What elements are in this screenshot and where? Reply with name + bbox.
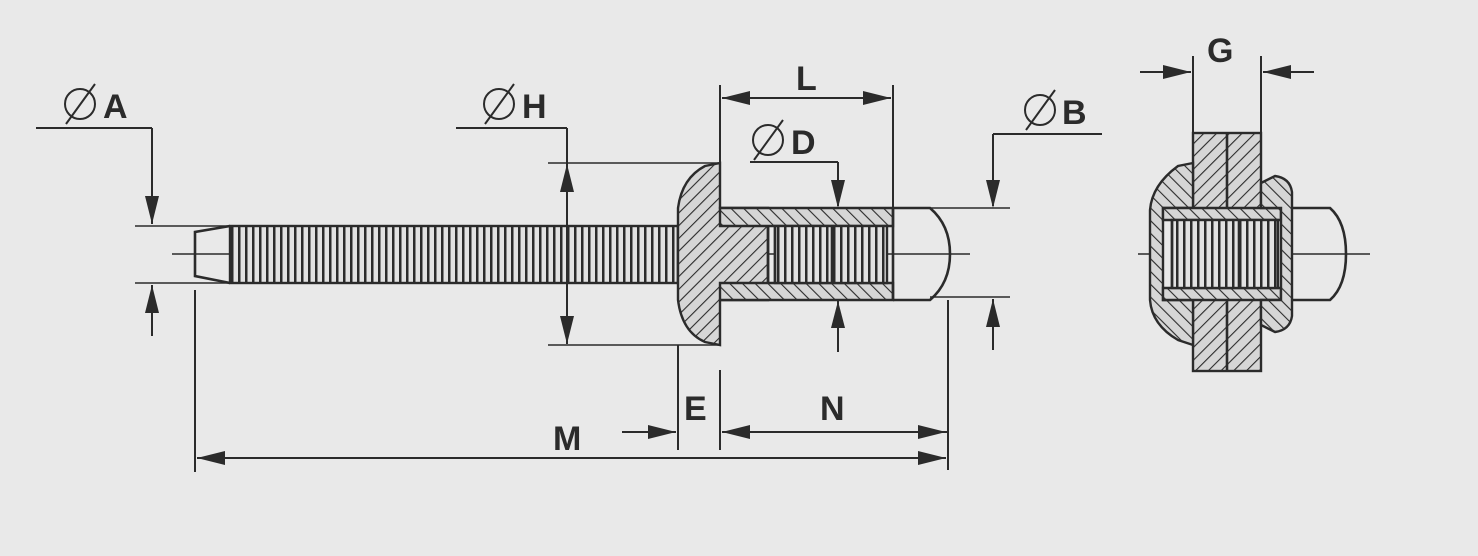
- label-n: N: [820, 390, 845, 428]
- dimensions: A H L: [36, 60, 1102, 472]
- dimension-diameter-h: H: [456, 83, 720, 346]
- mandrel-head: [893, 206, 952, 302]
- dimension-m: M: [194, 290, 946, 472]
- dimension-e: E: [622, 345, 948, 450]
- label-b: B: [1062, 94, 1087, 132]
- label-a: A: [103, 88, 128, 126]
- rivet-head: [676, 161, 770, 347]
- dimension-length-l: L: [719, 60, 894, 208]
- label-g: G: [1207, 32, 1233, 70]
- label-d: D: [791, 124, 816, 162]
- label-l: L: [796, 60, 817, 98]
- label-e: E: [684, 390, 707, 428]
- label-m: M: [553, 420, 581, 458]
- label-h: H: [522, 88, 547, 126]
- dimension-diameter-a: A: [36, 83, 230, 336]
- dimension-n: N: [820, 300, 949, 470]
- dimension-diameter-b: B: [930, 89, 1102, 350]
- rivet-installed-view: G: [1138, 32, 1370, 373]
- rivet-body: [718, 206, 895, 302]
- dimension-g: G: [1140, 32, 1314, 133]
- rivet-side-view: [172, 161, 970, 347]
- dimension-diameter-d: D: [750, 119, 845, 352]
